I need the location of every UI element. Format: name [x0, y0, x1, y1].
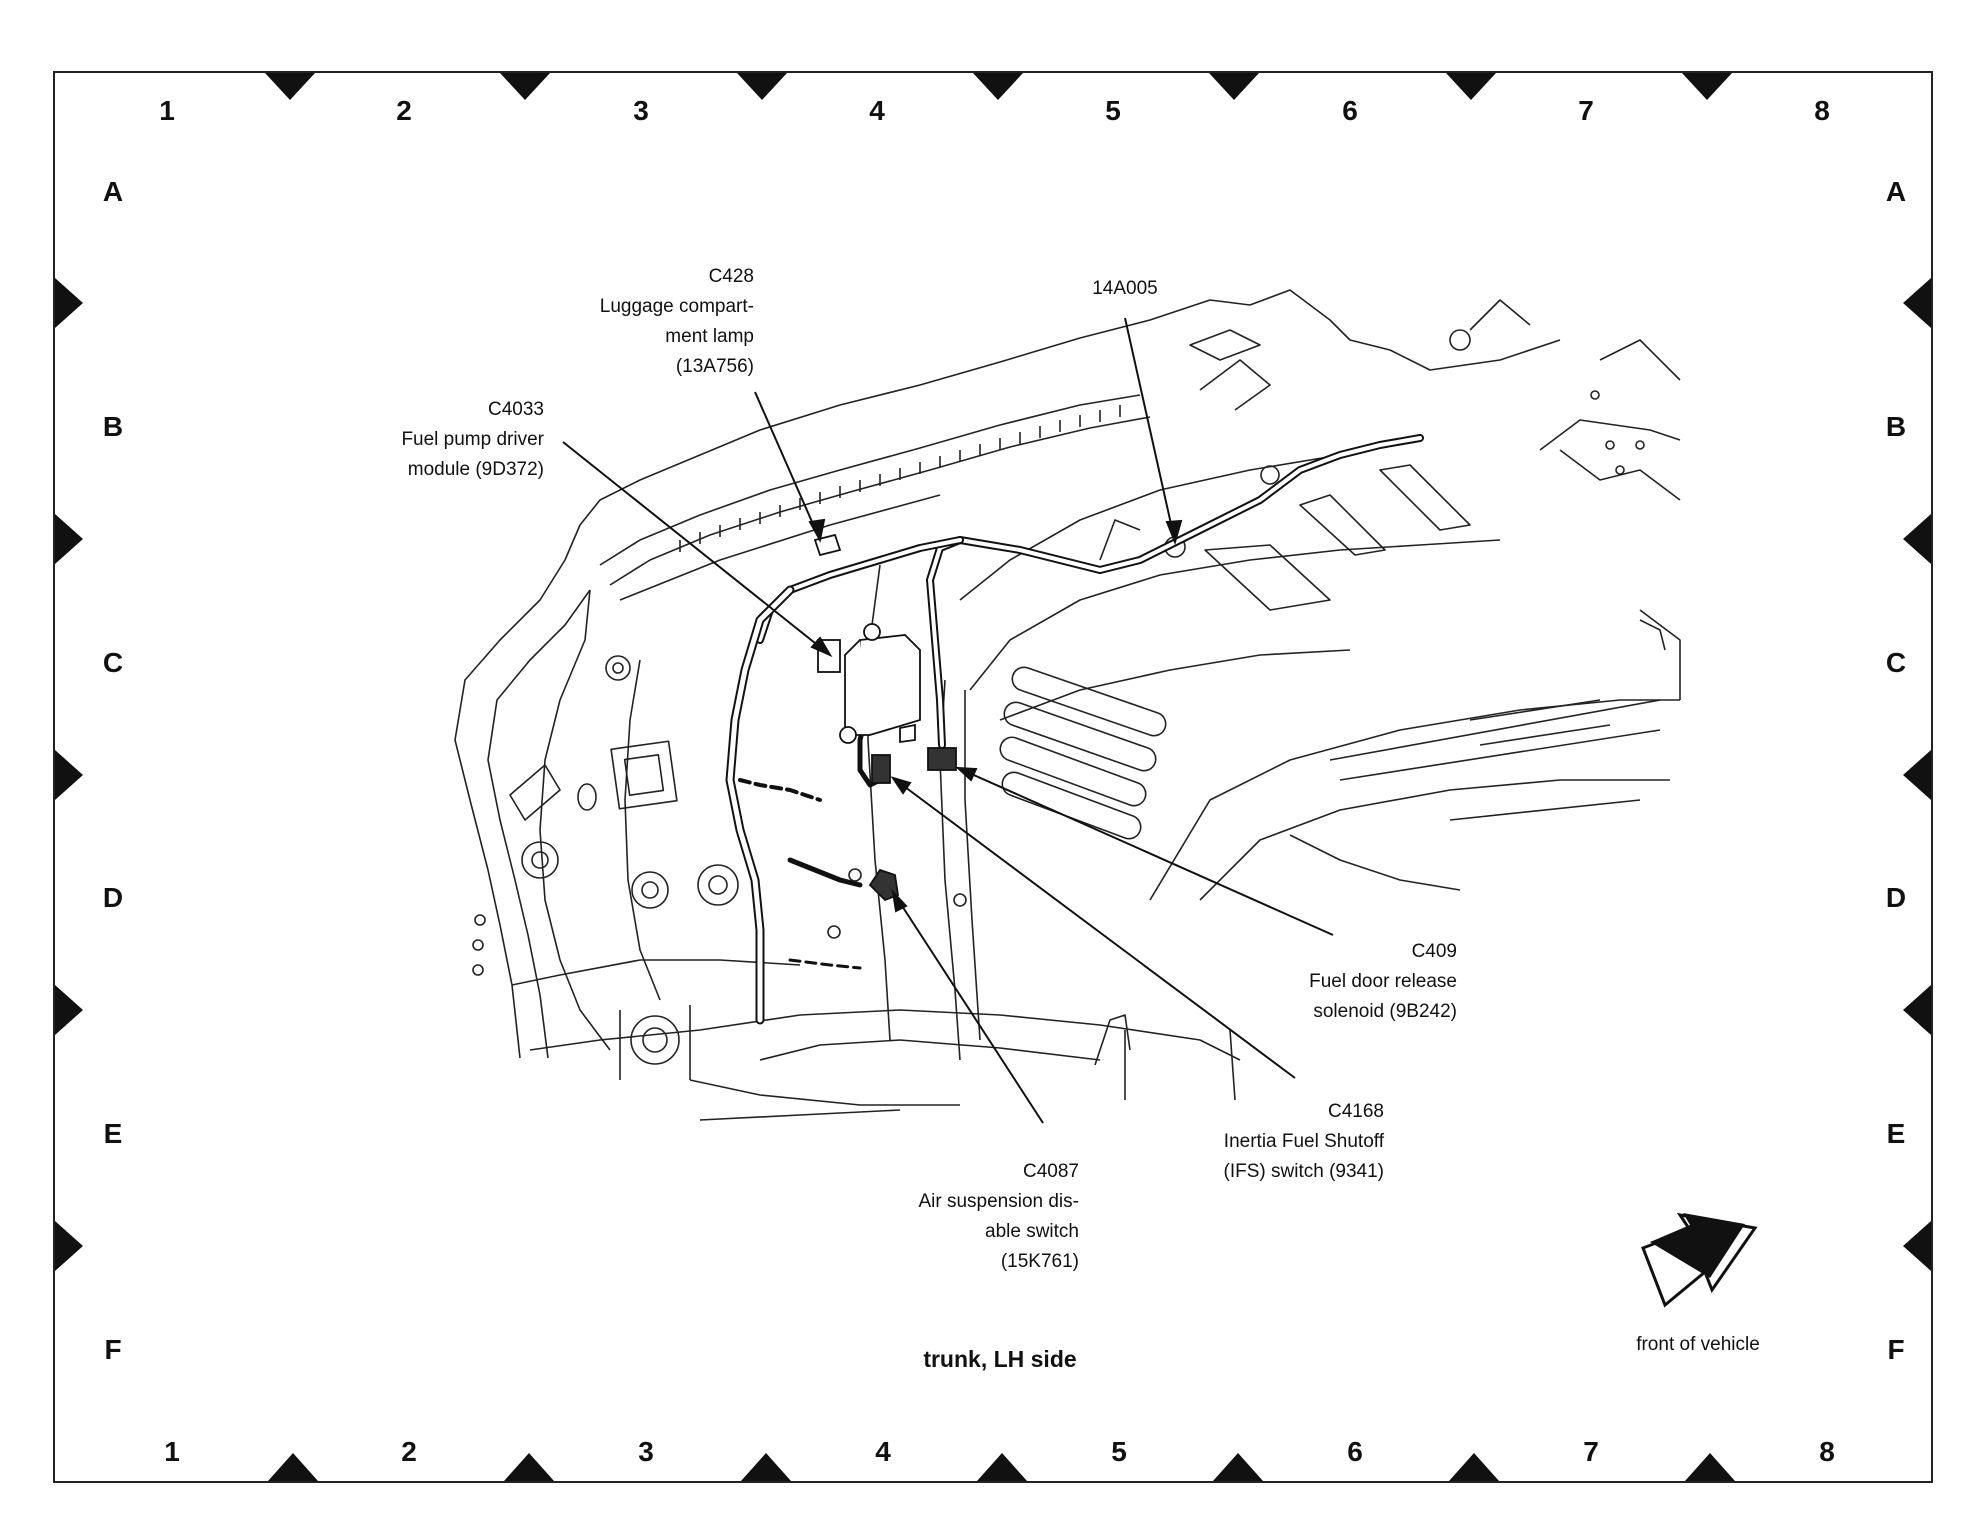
callout-c4087-line-2: Air suspension dis- [918, 1191, 1079, 1212]
callout-c428-line-4: (13A756) [675, 356, 754, 377]
callout-c409-line-2: Fuel door release [1309, 971, 1457, 992]
components [813, 533, 957, 902]
drawing-frame [53, 71, 1933, 1483]
callout-c4087-line-3: able switch [985, 1221, 1079, 1242]
grid-col-top-8: 8 [1814, 95, 1830, 126]
callout-14a005: 14A005 [1050, 274, 1200, 304]
grid-col-top-3: 3 [633, 95, 649, 126]
callout-c409-line-3: solenoid (9B242) [1313, 1001, 1457, 1022]
callout-c428: C428 Luggage compart- ment lamp (13A756) [600, 262, 754, 382]
trunk-body [454, 289, 1681, 1121]
grid-col-top-1: 1 [159, 95, 175, 126]
front-of-vehicle-label: front of vehicle [1636, 1334, 1760, 1355]
callout-14a005-line-1: 14A005 [1092, 278, 1158, 299]
callout-c4087: C4087 Air suspension dis- able switch (1… [918, 1157, 1079, 1277]
grid-col-top-4: 4 [869, 95, 885, 126]
grid-col-bottom-6: 6 [1347, 1436, 1363, 1467]
diagram-title: trunk, LH side [923, 1346, 1077, 1372]
grid-row-left-f: F [104, 1334, 122, 1365]
grid-row-right-b: B [1885, 411, 1907, 442]
grid-row-right-f: F [1887, 1334, 1905, 1365]
callout-c4033: C4033 Fuel pump driver module (9D372) [401, 395, 544, 485]
callout-c428-line-3: ment lamp [665, 326, 754, 347]
grid-markers [55, 73, 1931, 1481]
callout-c4033-line-2: Fuel pump driver [401, 429, 544, 450]
grid-col-top-6: 6 [1342, 95, 1358, 126]
grid-row-left-d: D [102, 882, 124, 913]
callout-c428-line-2: Luggage compart- [599, 296, 754, 317]
callout-c4168-line-3: (IFS) switch (9341) [1223, 1161, 1384, 1182]
callout-c409-line-1: C409 [1411, 941, 1457, 962]
wiring-harness [725, 434, 1424, 1025]
grid-row-right-e: E [1886, 1118, 1906, 1149]
grid-row-right-d: D [1885, 882, 1907, 913]
grid-row-left-e: E [103, 1118, 123, 1149]
front-arrow-icon [1641, 1212, 1758, 1308]
grid-col-bottom-8: 8 [1819, 1436, 1835, 1467]
callout-c4033-line-1: C4033 [488, 399, 544, 420]
callout-c409: C409 Fuel door release solenoid (9B242) [1309, 937, 1457, 1027]
grid-row-right-c: C [1885, 647, 1907, 678]
grid-col-top-7: 7 [1578, 95, 1594, 126]
grid-col-bottom-4: 4 [875, 1436, 891, 1467]
callout-c4087-line-4: (15K761) [1000, 1251, 1079, 1272]
grid-row-right-a: A [1885, 176, 1907, 207]
grid-row-left-a: A [102, 176, 124, 207]
callout-c4087-line-1: C4087 [1023, 1161, 1079, 1182]
grid-col-bottom-5: 5 [1111, 1436, 1127, 1467]
grid-col-bottom-2: 2 [401, 1436, 417, 1467]
callout-c4168-line-1: C4168 [1328, 1101, 1384, 1122]
callout-c4168: C4168 Inertia Fuel Shutoff (IFS) switch … [1224, 1097, 1384, 1187]
grid-col-bottom-1: 1 [164, 1436, 180, 1467]
grid-col-bottom-7: 7 [1583, 1436, 1599, 1467]
grid-row-left-b: B [102, 411, 124, 442]
grid-col-top-2: 2 [396, 95, 412, 126]
callout-c428-line-1: C428 [708, 266, 754, 287]
callout-c4168-line-2: Inertia Fuel Shutoff [1223, 1131, 1384, 1152]
grid-row-left-c: C [102, 647, 124, 678]
leader-lines [562, 317, 1334, 1124]
grid-col-bottom-3: 3 [638, 1436, 654, 1467]
grid-col-top-5: 5 [1105, 95, 1121, 126]
callout-c4033-line-3: module (9D372) [407, 459, 544, 480]
